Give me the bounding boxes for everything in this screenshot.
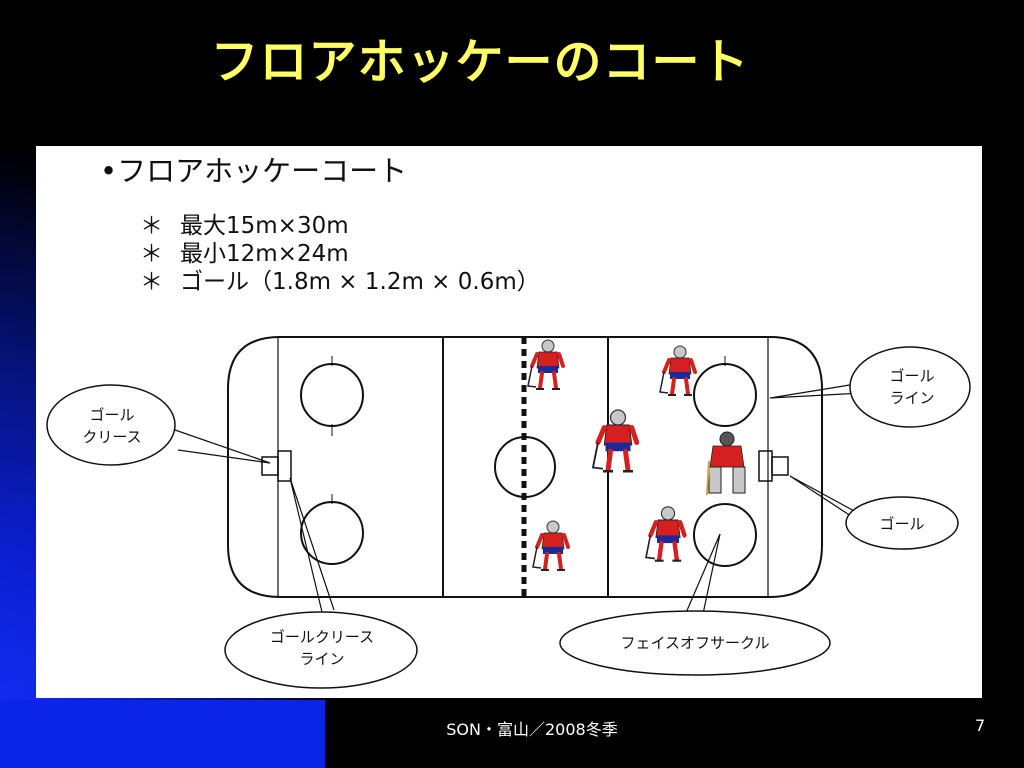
callout-goal-line-line1: ゴール bbox=[889, 367, 934, 385]
spec-item: ＊ ゴール（1.8m × 1.2m × 0.6m） bbox=[140, 268, 540, 296]
hockey-player-icon bbox=[658, 344, 697, 397]
callout-goal-crease-line-line1: ゴールクリース bbox=[270, 628, 374, 646]
callout-faceoff-circle: フェイスオフサークル bbox=[620, 634, 769, 652]
hockey-player-icon bbox=[526, 338, 565, 391]
bullet-marker: ＊ bbox=[140, 241, 163, 267]
callout-goal: ゴール bbox=[879, 515, 924, 533]
footer-label: SON・富山／2008冬季 bbox=[446, 720, 618, 739]
callout-bubbles bbox=[46, 346, 971, 689]
faceoff-circle bbox=[300, 501, 364, 565]
spec-list: ＊ 最大15m×30m ＊ 最小12m×24m ＊ ゴール（1.8m × 1.2m ×… bbox=[140, 212, 540, 296]
goal-crease-left bbox=[277, 450, 292, 482]
goal-crease-right bbox=[758, 450, 773, 482]
rink-boards bbox=[227, 336, 823, 598]
callout-goal-crease-line1: ゴール bbox=[89, 406, 134, 424]
bullet-heading: •フロアホッケーコート bbox=[100, 154, 408, 188]
spec-text: 最小12m×24m bbox=[180, 241, 349, 267]
page-number: 7 bbox=[975, 716, 986, 735]
faceoff-circle bbox=[693, 503, 757, 567]
slide-title: フロアホッケーのコート bbox=[210, 34, 750, 90]
goal-right bbox=[771, 456, 789, 476]
spec-text: ゴール（1.8m × 1.2m × 0.6m） bbox=[180, 269, 540, 295]
hockey-player-icon bbox=[646, 507, 685, 561]
goalie-icon bbox=[706, 431, 746, 496]
background-blue-block bbox=[0, 700, 325, 768]
faceoff-circle bbox=[693, 363, 757, 427]
goal-left bbox=[261, 456, 279, 476]
bullet-marker: ＊ bbox=[140, 213, 163, 239]
hockey-player-icon bbox=[531, 519, 570, 572]
center-circle bbox=[494, 436, 556, 498]
spec-item: ＊ 最小12m×24m bbox=[140, 240, 540, 268]
spec-item: ＊ 最大15m×30m bbox=[140, 212, 540, 240]
bullet-marker: ＊ bbox=[140, 269, 163, 295]
callout-pointers bbox=[174, 382, 863, 629]
callout-goal-crease-line2: クリース bbox=[82, 428, 141, 446]
faceoff-circle bbox=[300, 363, 364, 427]
slide-footer: SON・富山／2008冬季 bbox=[0, 716, 1024, 740]
hockey-player-icon bbox=[593, 410, 637, 471]
callout-goal-crease-line-line2: ライン bbox=[299, 650, 344, 668]
callout-goal-line-line2: ライン bbox=[889, 389, 934, 407]
rink-diagram: ゴール クリース ゴール ライン ゴール ゴールクリース ライン フェイスオフサ… bbox=[46, 336, 971, 689]
spec-text: 最大15m×30m bbox=[180, 213, 349, 239]
content-panel bbox=[36, 146, 982, 698]
